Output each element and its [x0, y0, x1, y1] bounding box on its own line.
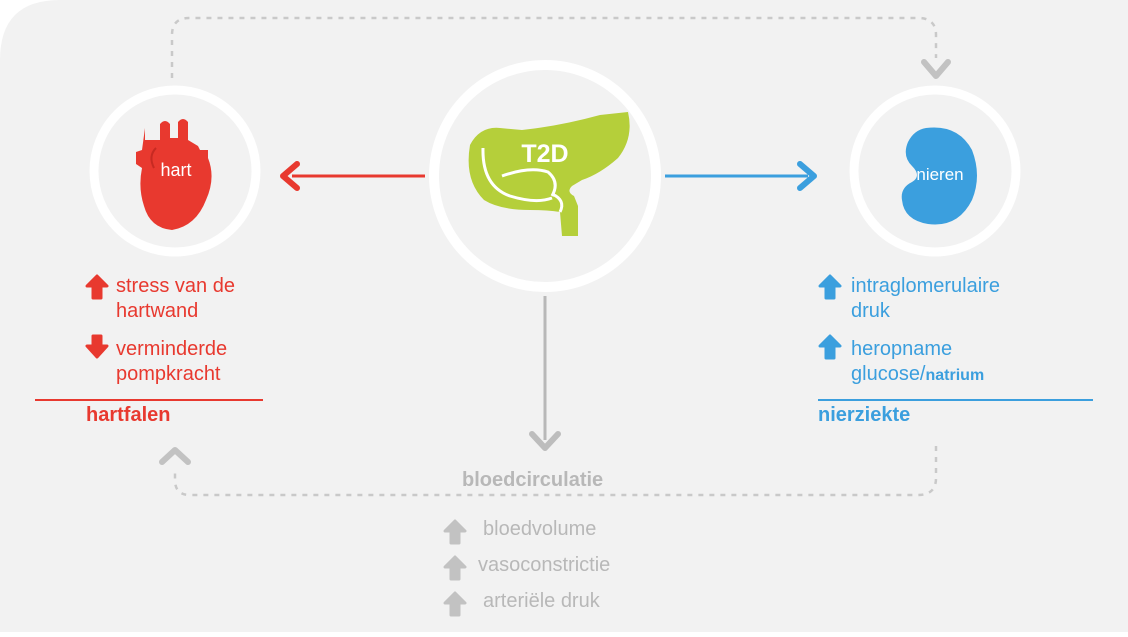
kidney-icon: [901, 127, 977, 225]
effect-line: stress van de: [116, 275, 235, 297]
heart-outcome: hartfalen: [86, 404, 171, 426]
dashed-connector-bottom: [173, 446, 938, 497]
heart-effect-2: verminderde pompkracht: [116, 337, 227, 387]
arrow-right-icon: [797, 161, 817, 191]
chevron-down-icon: [529, 431, 561, 451]
chevron-up-icon: [159, 447, 191, 465]
circulation-title: bloedcirculatie: [462, 469, 604, 491]
kidney-outcome: nierziekte: [818, 404, 911, 426]
heart-label: hart: [160, 160, 192, 180]
circulation-item-3: arteriële druk: [483, 590, 600, 612]
arrow-up-icon: [818, 274, 842, 300]
effect-line: verminderde: [116, 338, 228, 360]
heart-icon: [136, 119, 212, 230]
kidney-effect-1: intraglomerulaire druk: [851, 274, 1000, 324]
arrow-up-icon: [443, 555, 467, 581]
effect-line: heropname: [851, 338, 953, 360]
effect-line: intraglomerulaire: [851, 275, 1000, 297]
kidney-label: nieren: [916, 165, 964, 184]
heart-effect-1: stress van de hartwand: [116, 274, 235, 324]
circulation-item-1: bloedvolume: [483, 518, 597, 540]
arrow-up-icon: [85, 274, 109, 300]
effect-line: pompkracht: [116, 363, 221, 385]
arrow-up-icon: [443, 519, 467, 545]
pancreas-icon: [468, 112, 630, 236]
effect-line-part: natrium: [925, 367, 985, 384]
circulation-item-2: vasoconstrictie: [478, 554, 611, 576]
effect-line: hartwand: [116, 300, 199, 322]
chevron-down-icon: [921, 59, 951, 79]
arrow-down-icon: [85, 334, 109, 359]
pancreas-label: T2D: [521, 140, 569, 168]
effect-line-part: glucose/: [851, 363, 926, 385]
arrow-left-icon: [280, 161, 300, 191]
effect-line: glucose/natrium: [851, 362, 984, 388]
arrow-up-icon: [443, 591, 467, 617]
kidney-effect-2: heropname glucose/natrium: [851, 337, 984, 388]
arrow-up-icon: [818, 334, 842, 360]
effect-line: druk: [851, 300, 890, 322]
